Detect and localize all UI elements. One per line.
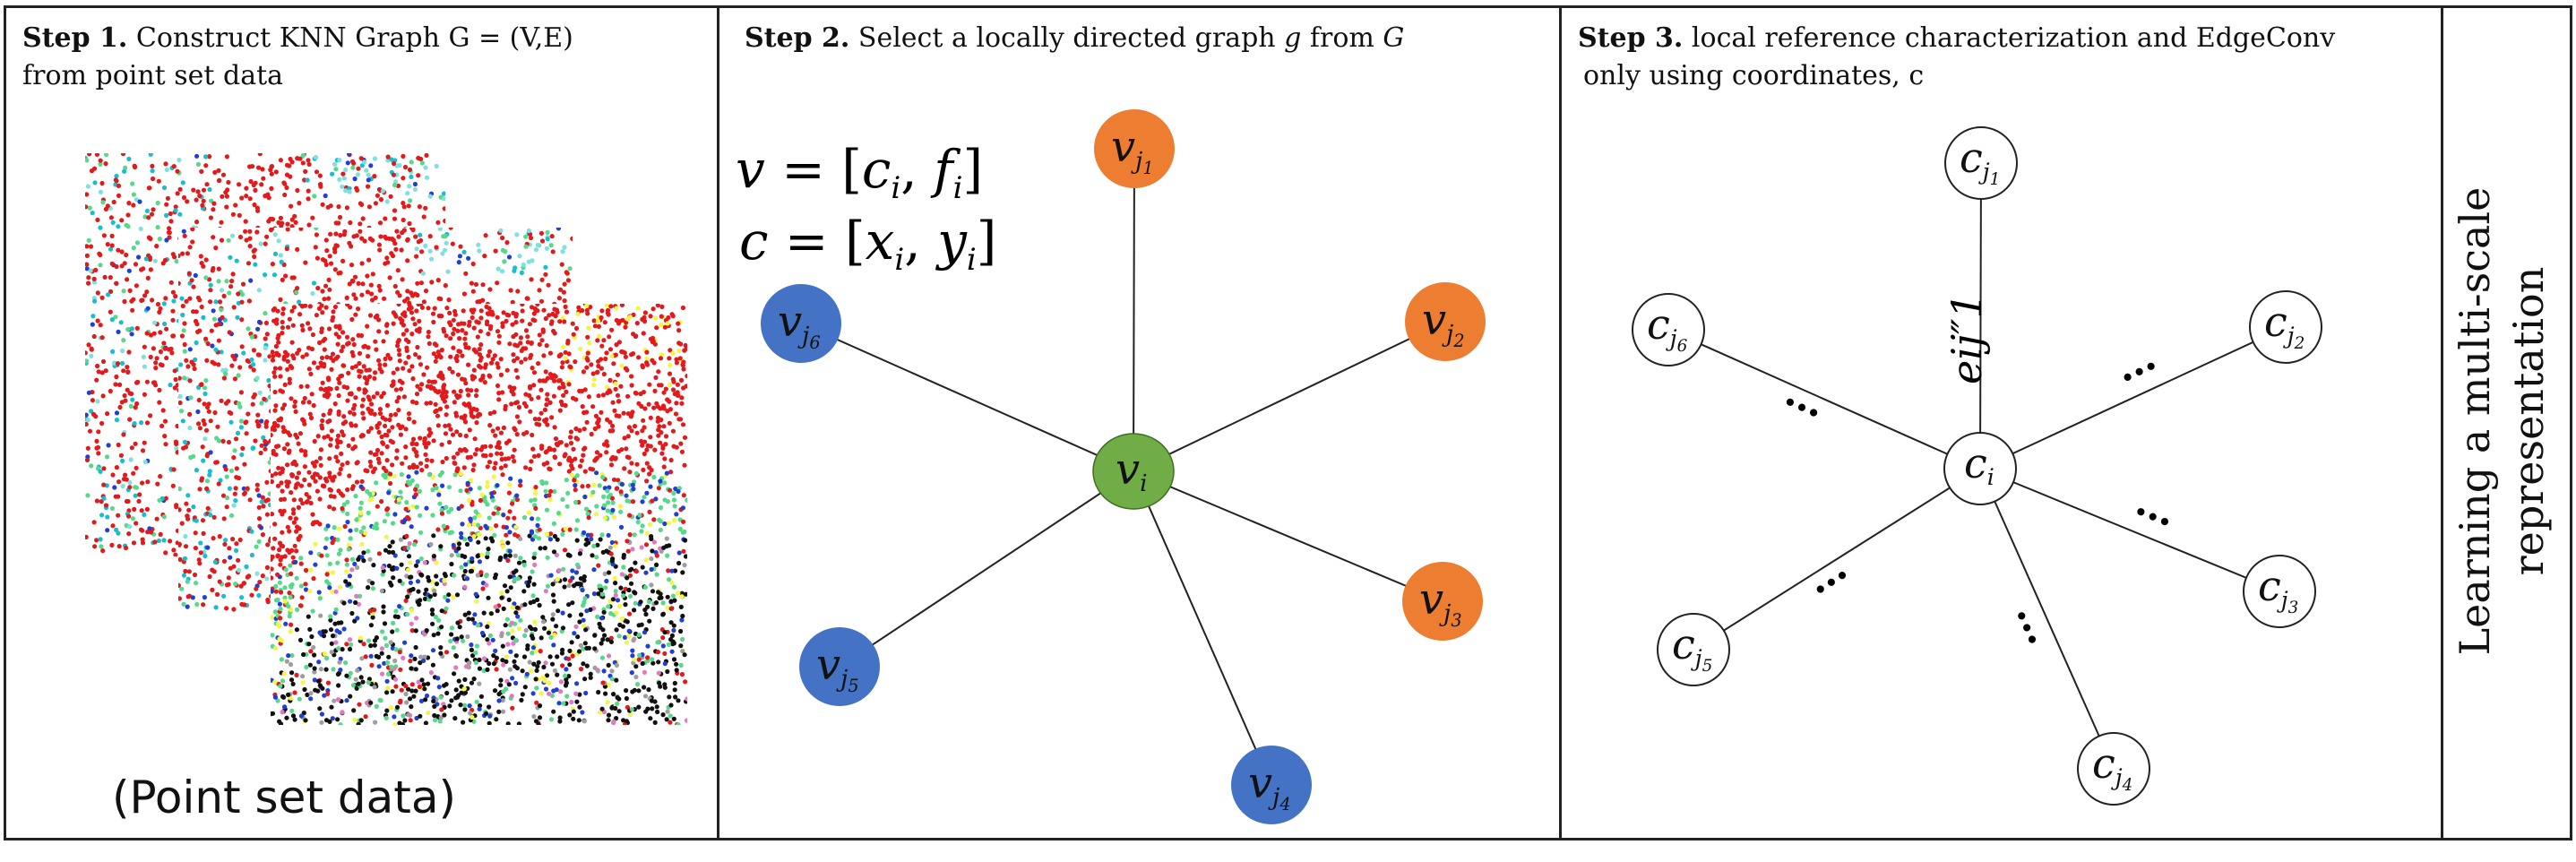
edge-j6: [1667, 329, 1981, 470]
node-c-j1: cj1: [1944, 126, 2018, 200]
node-v-j3: vj3: [1402, 562, 1483, 641]
node-c-j2: cj2: [2249, 290, 2322, 364]
step3-title-line2: only using coordinates, c: [1583, 60, 1925, 91]
edge-j5: [839, 470, 1134, 668]
graph-nodes: vj1 vj2 vj3 vj4 vj5 vj6 vi: [761, 109, 1486, 824]
edge-j6: [800, 323, 1134, 472]
eq2-text: c = [xi, yi]: [739, 211, 996, 278]
step1-label: Step 1.: [22, 22, 128, 54]
step1-title: Step 1. Construct KNN Graph G = (V,E): [22, 21, 573, 56]
node-v-j6: vj6: [761, 284, 841, 363]
edgeconv-edges: [1667, 162, 2287, 770]
edge-j1: [1979, 162, 1982, 470]
step1-title-line2: from point set data: [22, 60, 284, 91]
step3-panel: Step 3. local reference characterization…: [1559, 5, 2446, 840]
edge-j4: [1133, 470, 1272, 786]
step2-title-G: G: [1383, 22, 1405, 54]
equation-v: v = [ci, fi]: [736, 139, 983, 206]
step3-title-line1: local reference characterization and Edg…: [1691, 22, 2336, 54]
ellipsis-j2: …: [2107, 333, 2162, 392]
node-v-j5: vj5: [799, 627, 880, 706]
point-set-images: [85, 153, 687, 725]
edge-j5: [1693, 468, 1981, 651]
edge-j4: [1979, 468, 2115, 770]
step3-label: Step 3.: [1578, 22, 1684, 54]
node-c-j5: cj5: [1657, 613, 1730, 686]
node-c-j6: cj6: [1632, 293, 1705, 366]
equation-c: c = [xi, yi]: [739, 211, 996, 278]
node-c-j3: cj3: [2243, 555, 2316, 628]
step1-panel: Step 1. Construct KNN Graph G = (V,E) fr…: [4, 5, 722, 840]
point-set-front: [271, 304, 687, 725]
edge-j3: [1133, 470, 1443, 602]
side-panel: Learning a multi-scale representation: [2441, 5, 2572, 840]
node-c-j4: cj4: [2077, 732, 2150, 806]
step2-panel: Step 2. Select a locally directed graph …: [717, 5, 1564, 840]
local-graph-diagram: v = [ci, fi] c = [xi, yi] vj1vj2vj3vj4vj…: [736, 109, 1486, 824]
ellipsis-j6: …: [1779, 369, 1833, 427]
node-v-j2: vj2: [1405, 282, 1486, 361]
edge-j3: [1979, 468, 2280, 592]
step3-title: Step 3. local reference characterization…: [1578, 21, 2335, 56]
node-c-i: ci: [1943, 432, 2017, 505]
eq1-text: v = [ci, fi]: [736, 139, 983, 206]
ellipsis-j3: …: [2130, 478, 2184, 536]
node-v-i: vi: [1092, 433, 1175, 510]
step2-title: Step 2. Select a locally directed graph …: [745, 21, 1404, 56]
edgeconv-nodes: cj1 cj2 cj3 cj4 cj5 cj6 ci: [1632, 126, 2322, 806]
step2-title-g: g: [1284, 22, 1302, 54]
side-label-line1: Learning a multi-scale: [2451, 186, 2499, 656]
step1-title-line1: Construct KNN Graph G = (V,E): [135, 22, 573, 54]
edge-feature-label: eij″1: [1943, 292, 1991, 384]
ellipsis-j4: …: [2007, 597, 2064, 651]
side-label-line2: representation: [2504, 266, 2553, 576]
step2-title-from: from: [1309, 22, 1374, 54]
edge-j2: [1979, 326, 2287, 470]
node-v-j4: vj4: [1231, 746, 1312, 824]
node-v-j1: vj1: [1094, 109, 1175, 188]
graph-edges: [800, 148, 1446, 786]
edge-j2: [1133, 321, 1446, 472]
edge-j1: [1133, 148, 1135, 472]
step2-title-text: Select a locally directed graph: [857, 22, 1276, 54]
step2-label: Step 2.: [745, 22, 850, 54]
side-label: Learning a multi-scale representation: [2448, 143, 2564, 699]
point-set-caption: (Point set data): [112, 771, 456, 823]
